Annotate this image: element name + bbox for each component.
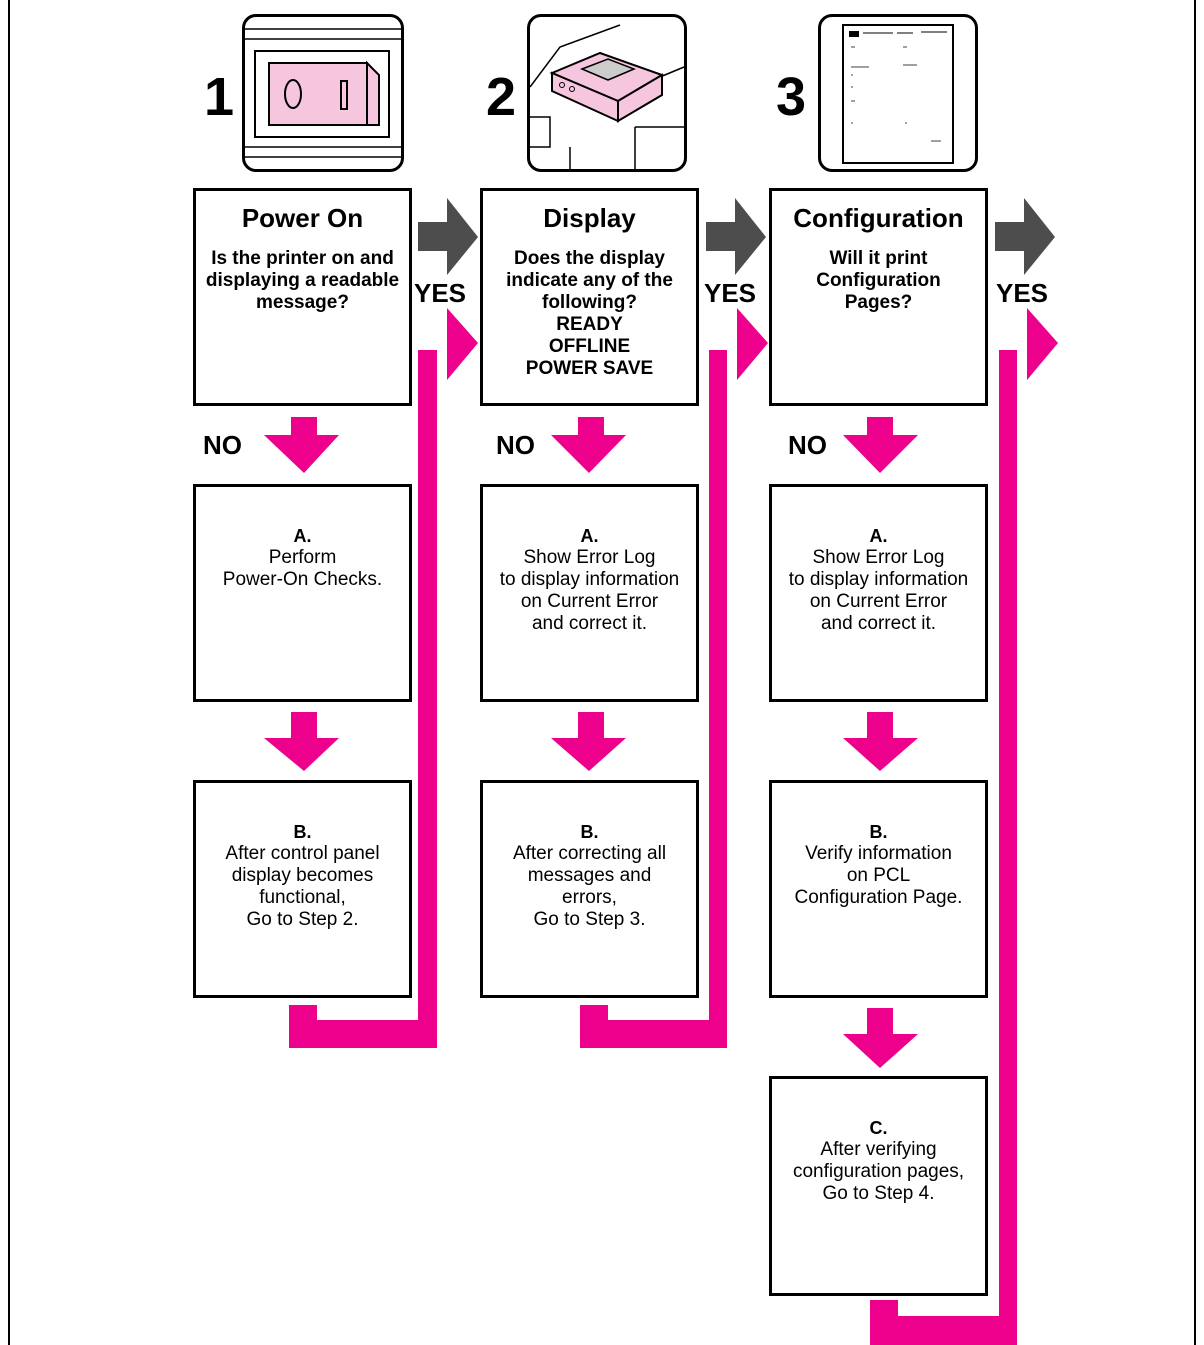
action-text: Verify information on PCL Configuration …	[794, 843, 963, 908]
down-arrow-3a	[843, 712, 918, 771]
action-letter: C.	[869, 1118, 888, 1138]
next-arrow-2	[706, 198, 766, 275]
action-letter: B.	[293, 822, 312, 842]
action-text: Perform Power-On Checks.	[222, 547, 383, 590]
question-text: Is the printer on and displaying a reada…	[205, 248, 400, 313]
action-letter: A.	[580, 526, 599, 546]
yes-label-2: YES	[704, 278, 757, 308]
question-title: Power On	[241, 203, 364, 233]
action-letter: A.	[869, 526, 888, 546]
action-letter: B.	[580, 822, 599, 842]
next-arrow-3	[995, 198, 1055, 275]
no-label-1: NO	[203, 430, 242, 460]
next-arrow-1	[418, 198, 478, 275]
action-box-3b: B. Verify information on PCL Configurati…	[769, 780, 988, 998]
action-text: Show Error Log to display information on…	[788, 547, 969, 634]
action-box-2b: B. After correcting all messages and err…	[480, 780, 699, 998]
action-box-1b: B. After control panel display becomes f…	[193, 780, 412, 998]
no-arrow-1	[264, 417, 339, 473]
no-arrow-3	[843, 417, 918, 473]
no-label-2: NO	[496, 430, 535, 460]
action-letter: B.	[869, 822, 888, 842]
question-text: Will it print Configuration Pages?	[816, 248, 941, 313]
page-frame	[8, 0, 1196, 1345]
yes-label-3: YES	[996, 278, 1049, 308]
question-box-display: Display Does the display indicate any of…	[480, 188, 699, 406]
down-arrow-1a	[264, 712, 339, 771]
printer-control-panel-icon	[527, 14, 687, 172]
power-switch-icon	[242, 14, 404, 172]
no-label-3: NO	[788, 430, 827, 460]
action-letter: A.	[293, 526, 312, 546]
action-box-2a: A. Show Error Log to display information…	[480, 484, 699, 702]
question-text: Does the display indicate any of the fol…	[506, 248, 673, 379]
down-arrow-2a	[551, 712, 626, 771]
step-number-2: 2	[486, 67, 517, 127]
action-box-3c: C. After verifying configuration pages, …	[769, 1076, 988, 1296]
question-box-configuration: Configuration Will it print Configuratio…	[769, 188, 988, 406]
action-box-3a: A. Show Error Log to display information…	[769, 484, 988, 702]
action-text: Show Error Log to display information on…	[499, 547, 680, 634]
question-title: Configuration	[793, 203, 964, 233]
return-path-3	[870, 308, 1058, 1345]
action-text: After control panel display becomes func…	[225, 843, 380, 930]
action-text: After correcting all messages and errors…	[512, 843, 667, 930]
step-number-1: 1	[204, 67, 235, 127]
configuration-page-icon	[818, 14, 978, 172]
yes-label-1: YES	[414, 278, 467, 308]
return-path-2	[580, 308, 768, 1048]
action-box-1a: A. Perform Power-On Checks.	[193, 484, 412, 702]
return-path-1	[289, 308, 478, 1048]
question-title: Display	[543, 203, 636, 233]
no-arrow-2	[551, 417, 626, 473]
down-arrow-3b	[843, 1008, 918, 1068]
question-box-power-on: Power On Is the printer on and displayin…	[193, 188, 412, 406]
step-number-3: 3	[776, 67, 807, 127]
action-text: After verifying configuration pages, Go …	[792, 1139, 965, 1204]
